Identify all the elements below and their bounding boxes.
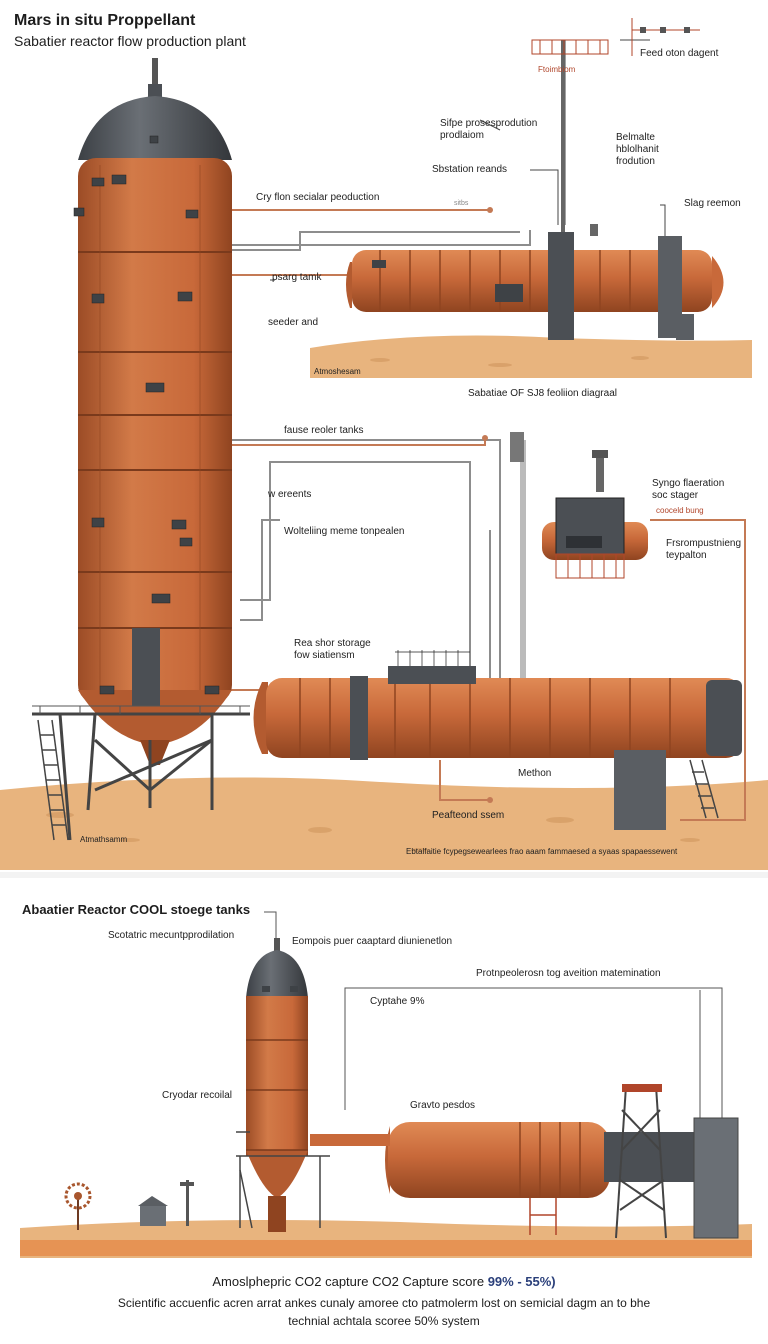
label-capture: Eompois puer caaptard diunienetlon — [292, 936, 453, 947]
label-propellant-production: Sifpe prosesprodution prodlaiom — [440, 118, 538, 141]
label-fuse-tanks: fause reoler tanks — [284, 425, 364, 436]
label-pipe-tag: sitbs — [454, 200, 469, 207]
syngas-unit — [510, 432, 648, 680]
label-tag-top: Ftoimbiom — [538, 65, 576, 74]
label-diagram-title: Sabatiae OF SJ8 feoliion diagraal — [468, 388, 617, 399]
label-reactor-production: Scotatric mecuntpprodilation — [108, 930, 235, 941]
label-capture-pct: Cyptahe 9% — [370, 996, 425, 1007]
page-title: Mars in situ Proppellant — [14, 12, 196, 29]
label-reactor-reads: Sbstation reands — [432, 164, 508, 175]
windmill-icon — [64, 1182, 92, 1230]
label-reactor-and: seeder and — [268, 317, 319, 328]
footer-line-1-text: Amoslphepric CO2 capture CO2 Capture sco… — [212, 1274, 488, 1289]
label-syngas: Syngo flaeration soc stager — [652, 478, 725, 501]
footer-line-2: Scientific accuenfic acren arrat ankes c… — [117, 1296, 651, 1310]
label-cryo-production: Cry flon secialar peoduction — [256, 192, 380, 203]
upper-horizontal-reactor — [346, 40, 724, 340]
footer-line-3: technial achtala scoree 50% system — [288, 1314, 480, 1328]
bottom-vertical-tank — [246, 938, 308, 1232]
label-propellant-formation: Protnpeolerosn tog aveition matemination — [476, 968, 661, 979]
label-reforming: Frsrompustnieng teypalton — [666, 538, 742, 561]
label-slag: Slag reemon — [684, 198, 741, 209]
section-title: Abaatier Reactor COOL stoege tanks — [22, 902, 251, 917]
label-cooling: cooceld bung — [656, 506, 704, 515]
label-welding: Wolteliing meme tonpealen — [284, 526, 405, 537]
label-ground-caption: Ebtalfaitie fcypegsewearlees frao aaam f… — [406, 847, 678, 856]
shed-icon — [138, 1196, 168, 1226]
label-methane: Methon — [518, 768, 552, 779]
label-cryo: Cryodar recoilal — [162, 1090, 233, 1101]
footer-body: Scientific accuenfic acren arrat ankes c… — [0, 1294, 768, 1330]
lower-storage-tank — [253, 650, 742, 830]
sand-ground — [0, 777, 768, 870]
footer-line-1: Amoslphepric CO2 capture CO2 Capture sco… — [0, 1274, 768, 1289]
label-methane-production: Belmalte hblolhanit frodution — [616, 132, 659, 167]
label-processing: Peafteond ssem — [432, 810, 505, 821]
label-storage: Rea shor storage fow siatiensm — [294, 638, 371, 661]
label-gravity: Gravto pesdos — [410, 1100, 476, 1111]
label-vent: w ereents — [268, 489, 312, 500]
label-feed-diagram: Feed oton dagent — [640, 48, 719, 59]
label-pump-tank: psarg tamk — [272, 272, 322, 283]
footer-line-1-highlight: 99% - 55%) — [487, 1274, 556, 1289]
bottom-horizontal-tank — [310, 1084, 739, 1239]
label-ground-left: Atmathsamm — [80, 835, 128, 844]
page-subtitle: Sabatier reactor flow production plant — [14, 33, 246, 49]
label-ground-tag: Atmoshesam — [314, 367, 361, 376]
main-vertical-tank — [73, 58, 232, 765]
sand-upper — [310, 335, 752, 378]
